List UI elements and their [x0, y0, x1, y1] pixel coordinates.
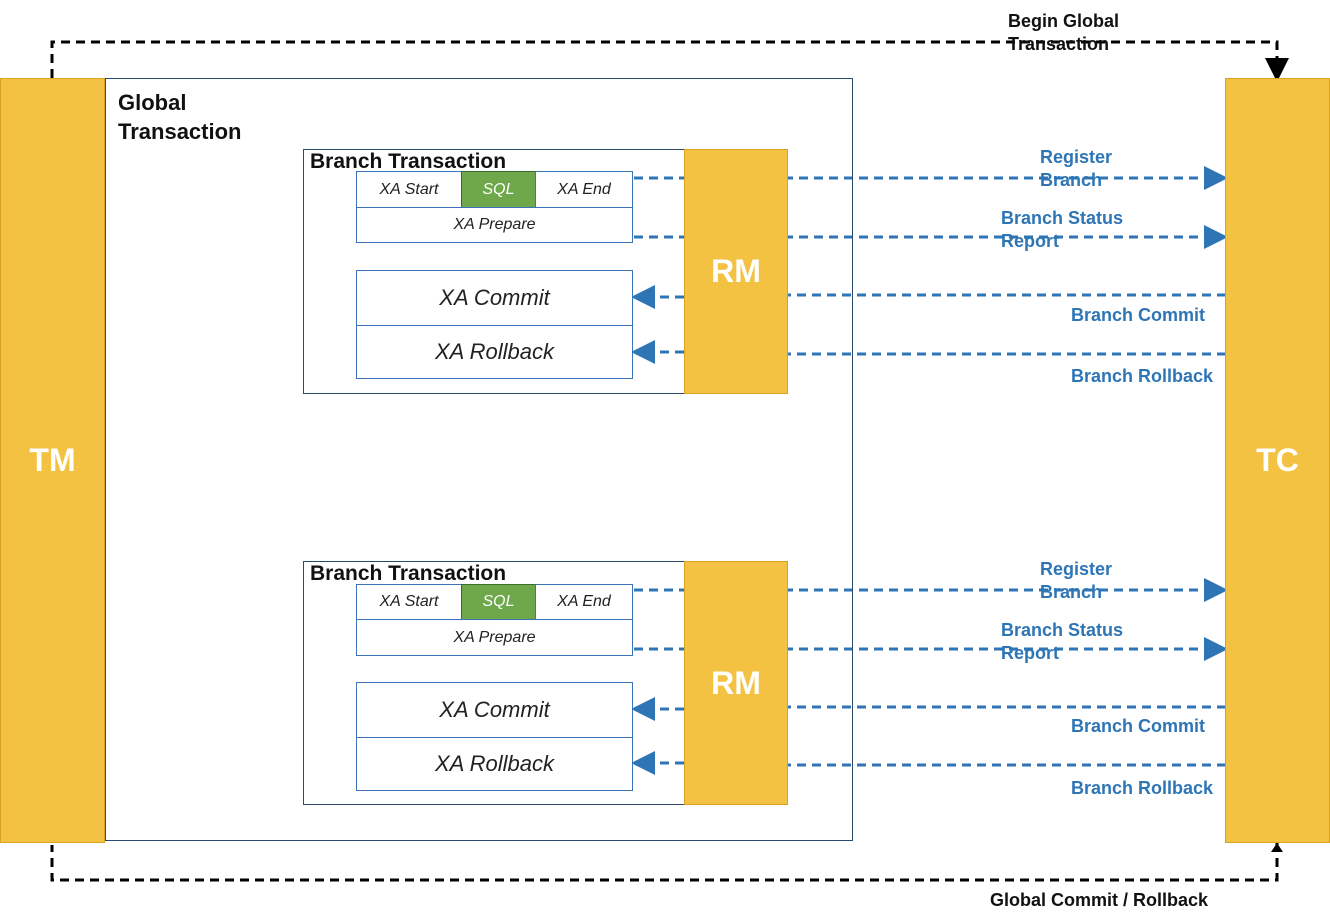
- xa-end-2: XA End: [535, 584, 633, 620]
- begin-global-arrow: [50, 40, 1289, 82]
- begin-global-transaction-label: Begin Global Transaction: [1008, 11, 1120, 54]
- sql-1: SQL: [461, 171, 536, 208]
- xa-end-1: XA End: [535, 171, 633, 208]
- global-commit-rollback-label: Global Commit / Rollback: [990, 890, 1209, 910]
- xa-commit-2: XA Commit: [356, 682, 633, 738]
- branch-rollback-label-2: Branch Rollback: [1071, 778, 1214, 798]
- register-branch-label-1: Register Branch: [1040, 147, 1113, 190]
- xa-prepare-1: XA Prepare: [356, 207, 633, 243]
- tm-label: TM: [29, 442, 76, 478]
- xa-rollback-1: XA Rollback: [356, 325, 633, 379]
- xa-rollback-2: XA Rollback: [356, 737, 633, 791]
- branch-status-report-label-1: Branch Status Report: [1001, 208, 1124, 251]
- rm-label-2: RM: [711, 664, 761, 701]
- tc-bar: TC: [1225, 78, 1330, 843]
- branch-commit-label-2: Branch Commit: [1071, 716, 1206, 736]
- xa-prepare-2: XA Prepare: [356, 619, 633, 656]
- branch-transaction-title-1: Branch Transaction: [310, 150, 507, 173]
- branch-transaction-title-2: Branch Transaction: [310, 562, 507, 585]
- branch-rollback-label-1: Branch Rollback: [1071, 366, 1214, 386]
- global-commit-rollback-arrow: [50, 843, 1279, 882]
- global-transaction-title: Global Transaction: [118, 90, 242, 144]
- rm-box-1: RM: [684, 149, 788, 394]
- tm-bar: TM: [0, 78, 105, 843]
- rm-box-2: RM: [684, 561, 788, 805]
- global-commit-rollback-arrowhead: [1271, 843, 1283, 852]
- global-transaction-box: [105, 78, 853, 841]
- rm-label-1: RM: [711, 253, 761, 289]
- branch-commit-label-1: Branch Commit: [1071, 305, 1206, 325]
- register-branch-label-2: Register Branch: [1040, 559, 1113, 602]
- xa-start-2: XA Start: [356, 584, 462, 620]
- sql-2: SQL: [461, 584, 536, 620]
- xa-commit-1: XA Commit: [356, 270, 633, 326]
- xa-start-1: XA Start: [356, 171, 462, 208]
- branch-status-report-label-2: Branch Status Report: [1001, 620, 1124, 663]
- tc-label: TC: [1256, 442, 1299, 478]
